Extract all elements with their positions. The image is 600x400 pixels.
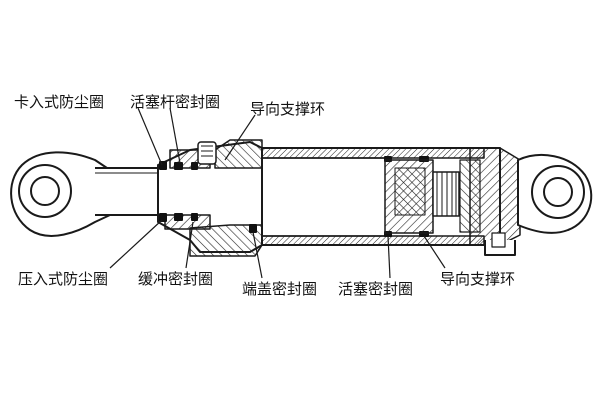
label-guide-ring-top: 导向支撑环 bbox=[250, 100, 326, 118]
rear-end-cap bbox=[459, 147, 521, 256]
piston bbox=[384, 159, 460, 234]
rod-eye-left bbox=[10, 151, 111, 237]
label-piston-rod-seal: 活塞杆密封圈 bbox=[130, 93, 221, 111]
label-press-in-dust-seal: 压入式防尘圈 bbox=[18, 270, 109, 288]
label-piston-seal: 活塞密封圈 bbox=[338, 280, 414, 298]
gland-end-cap bbox=[157, 139, 263, 257]
label-end-cap-seal: 端盖密封圈 bbox=[242, 280, 318, 298]
leader-lines bbox=[109, 107, 446, 279]
label-snap-in-dust-seal: 卡入式防尘圈 bbox=[14, 93, 105, 111]
clevis-eye-right bbox=[517, 154, 593, 234]
label-buffer-seal: 缓冲密封圈 bbox=[138, 270, 214, 288]
label-guide-ring-bottom: 导向支撑环 bbox=[440, 270, 516, 288]
